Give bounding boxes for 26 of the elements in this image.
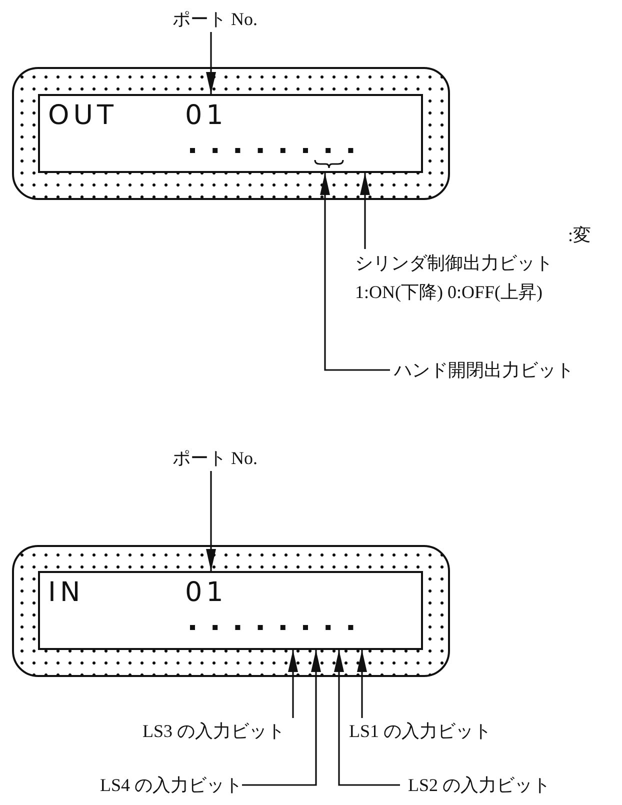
callout-label: ハンド開閉出力ビット xyxy=(394,359,575,382)
display-text: 01 xyxy=(185,577,228,609)
leader-arrow xyxy=(360,173,370,249)
callout-label: LS2 の入力ビット xyxy=(408,774,552,797)
display-text: OUT xyxy=(48,100,118,132)
leader-arrow xyxy=(206,32,216,94)
leader-arrow xyxy=(357,650,367,718)
display-screen xyxy=(38,94,423,173)
display-screen xyxy=(38,571,423,650)
leader-arrow xyxy=(334,650,400,786)
callout-label: LS4 の入力ビット xyxy=(100,774,238,797)
callout-label: ポート No. xyxy=(172,8,258,31)
callout-label: LS1 の入力ビット xyxy=(349,720,493,743)
callout-label: LS3 の入力ビット xyxy=(141,720,285,743)
leader-arrow xyxy=(206,471,216,571)
note-text: :変 xyxy=(568,224,592,247)
display-text: 01 xyxy=(185,100,228,132)
dotted-display-frame xyxy=(12,67,450,200)
leader-arrow xyxy=(242,650,321,786)
leader-arrow xyxy=(288,650,298,718)
callout-label: シリンダ制御出力ビット xyxy=(355,252,554,275)
leader-arrow xyxy=(320,173,390,371)
callout-label: 1:ON(下降) 0:OFF(上昇) xyxy=(355,281,544,304)
callout-label: ポート No. xyxy=(172,447,258,470)
dotted-display-frame xyxy=(12,545,450,677)
display-text: IN xyxy=(48,577,84,609)
